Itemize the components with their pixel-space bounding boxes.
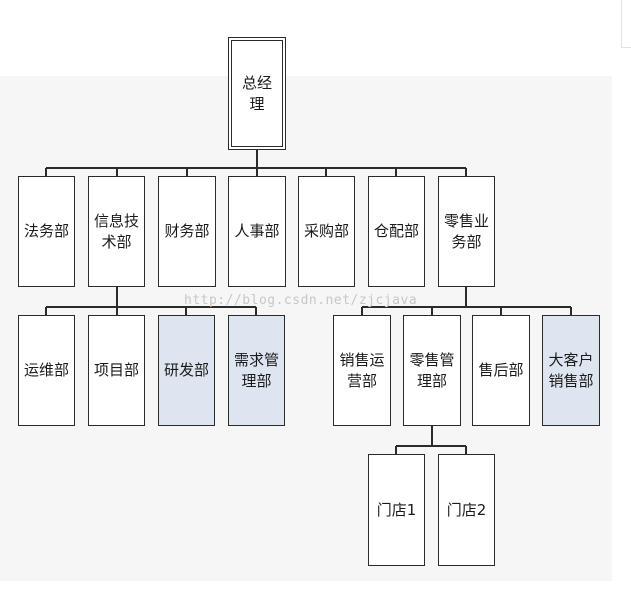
- node-finance: 财务部: [158, 176, 216, 287]
- node-projects: 项目部: [88, 315, 145, 426]
- watermark-text: http://blog.csdn.net/zjcjava: [184, 293, 418, 308]
- node-purchasing: 采购部: [298, 176, 355, 287]
- node-warehouse: 仓配部: [368, 176, 425, 287]
- node-retail-business: 零售业 务部: [438, 176, 495, 287]
- node-store2: 门店2: [438, 454, 495, 566]
- node-requirements: 需求管 理部: [228, 315, 285, 426]
- node-it: 信息技 术部: [88, 176, 145, 287]
- node-hr: 人事部: [228, 176, 286, 287]
- node-ops-maintenance: 运维部: [18, 315, 75, 426]
- window-edge: [621, 0, 631, 48]
- node-sales-ops: 销售运 营部: [333, 315, 391, 426]
- node-retail-mgmt: 零售管 理部: [403, 315, 461, 426]
- node-rnd: 研发部: [158, 315, 215, 426]
- node-legal: 法务部: [18, 176, 75, 287]
- node-after-sales: 售后部: [472, 315, 530, 426]
- node-store1: 门店1: [368, 454, 425, 566]
- node-key-accounts: 大客户 销售部: [542, 315, 600, 426]
- node-ceo: 总经理: [228, 37, 286, 150]
